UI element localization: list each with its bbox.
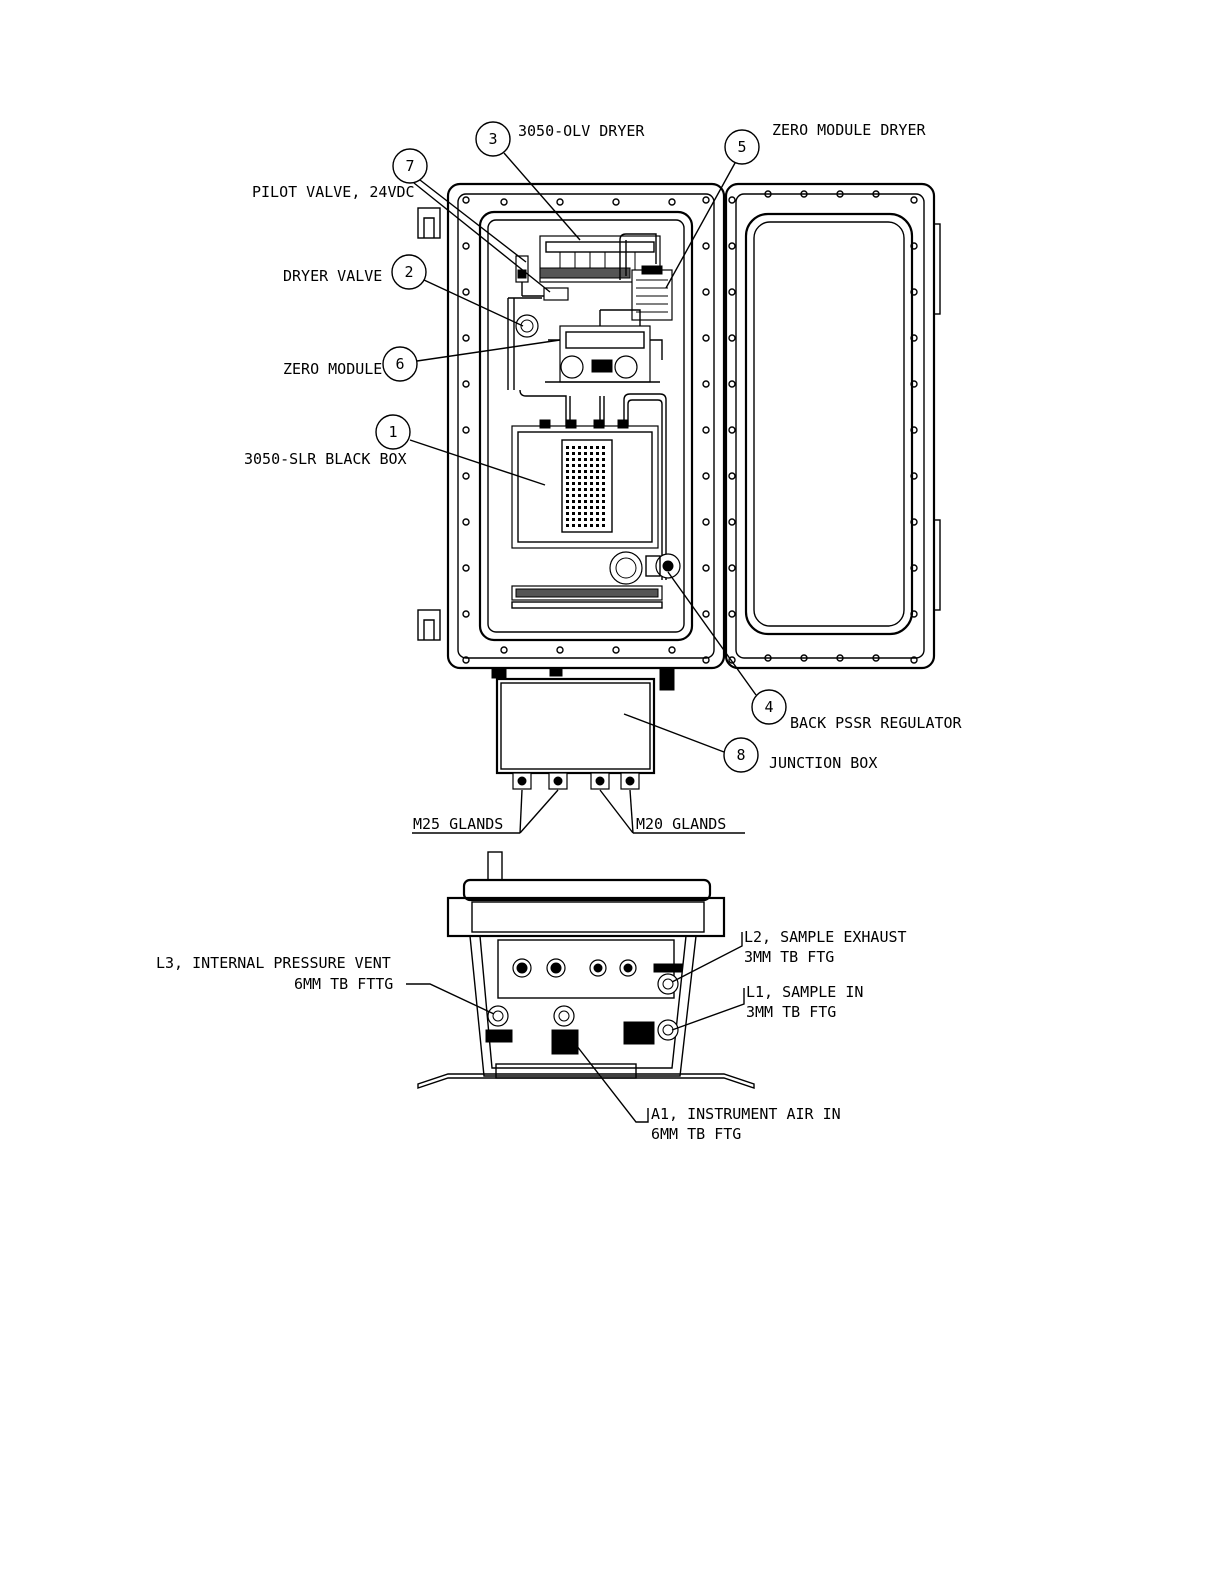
- bolt-hole: [703, 427, 709, 433]
- bolt-hole: [703, 335, 709, 341]
- callout-1-number: 1: [388, 423, 397, 441]
- callout-7-number: 7: [405, 157, 414, 175]
- bolt-hole: [463, 473, 469, 479]
- bolt-hole: [669, 199, 675, 205]
- bolt-hole: [557, 199, 563, 205]
- bolt-hole: [729, 289, 735, 295]
- callout-6: 6 ZERO MODULE: [283, 340, 560, 381]
- callout-1-label: 3050-SLR BLACK BOX: [244, 450, 407, 468]
- terminal-din-rail: [512, 586, 662, 608]
- callout-3-label: 3050-OLV DRYER: [518, 122, 645, 140]
- bolt-hole: [729, 427, 735, 433]
- bolt-hole: [703, 381, 709, 387]
- bolt-hole: [703, 243, 709, 249]
- callout-3: 3 3050-OLV DRYER: [476, 122, 645, 240]
- callout-4-label: BACK PSSR REGULATOR: [790, 714, 963, 732]
- bolt-hole: [703, 289, 709, 295]
- callout-1: 1 3050-SLR BLACK BOX: [244, 415, 545, 485]
- bolt-hole: [463, 565, 469, 571]
- bolt-hole: [729, 381, 735, 387]
- bottom-view: [418, 852, 754, 1088]
- callout-4-number: 4: [764, 698, 773, 716]
- bolt-hole: [729, 197, 735, 203]
- callout-6-label: ZERO MODULE: [283, 360, 382, 378]
- gland-labels: M25 GLANDS M20 GLANDS: [412, 790, 745, 833]
- bolt-hole: [501, 647, 507, 653]
- bolt-hole: [501, 199, 507, 205]
- bolt-hole: [557, 647, 563, 653]
- callout-2: 2 DRYER VALVE: [283, 255, 523, 326]
- hinge-bottom: [418, 610, 440, 640]
- l1-label-line1: L1, SAMPLE IN: [746, 983, 863, 1001]
- bolt-hole: [729, 335, 735, 341]
- m25-glands-label: M25 GLANDS: [413, 815, 503, 833]
- bolt-hole: [729, 473, 735, 479]
- bolt-hole: [463, 427, 469, 433]
- bolt-hole: [703, 473, 709, 479]
- enclosure-door: [726, 184, 940, 668]
- a1-label-line2: 6MM TB FTG: [651, 1125, 741, 1143]
- l1-label-line2: 3MM TB FTG: [746, 1003, 836, 1021]
- bottom-view-labels: L3, INTERNAL PRESSURE VENT 6MM TB FTTG L…: [156, 928, 907, 1143]
- l2-label-line1: L2, SAMPLE EXHAUST: [744, 928, 907, 946]
- back-pressure-regulator-component: [610, 552, 680, 584]
- callout-6-number: 6: [395, 355, 404, 373]
- bolt-hole: [463, 611, 469, 617]
- callout-4: 4 BACK PSSR REGULATOR: [668, 572, 963, 732]
- bolt-hole: [613, 647, 619, 653]
- bolt-hole: [463, 335, 469, 341]
- callout-2-number: 2: [404, 263, 413, 281]
- bolt-hole: [463, 289, 469, 295]
- junction-box-component: [497, 679, 654, 789]
- zero-module-component: [545, 310, 662, 382]
- bolt-hole: [463, 519, 469, 525]
- l2-label-line2: 3MM TB FTG: [744, 948, 834, 966]
- bolt-hole: [669, 647, 675, 653]
- callout-8-number: 8: [736, 746, 745, 764]
- a1-label-line1: A1, INSTRUMENT AIR IN: [651, 1105, 841, 1123]
- bolt-hole: [703, 565, 709, 571]
- callout-3-number: 3: [488, 130, 497, 148]
- bolt-hole: [613, 199, 619, 205]
- callout-5: 5 ZERO MODULE DRYER: [666, 121, 926, 288]
- l3-label-line2: 6MM TB FTTG: [294, 975, 393, 993]
- bolt-hole: [463, 197, 469, 203]
- bolt-hole: [911, 197, 917, 203]
- callout-5-label: ZERO MODULE DRYER: [772, 121, 926, 139]
- bolt-hole: [703, 519, 709, 525]
- callout-7-label: PILOT VALVE, 24VDC: [252, 183, 415, 201]
- bolt-hole: [729, 565, 735, 571]
- m20-glands-label: M20 GLANDS: [636, 815, 726, 833]
- bolt-hole: [703, 611, 709, 617]
- l3-label-line1: L3, INTERNAL PRESSURE VENT: [156, 954, 391, 972]
- callout-2-label: DRYER VALVE: [283, 267, 382, 285]
- bolt-hole: [729, 519, 735, 525]
- bolt-hole: [463, 381, 469, 387]
- bolt-hole: [703, 197, 709, 203]
- callout-5-number: 5: [737, 138, 746, 156]
- bolt-hole: [729, 243, 735, 249]
- bolt-hole: [463, 243, 469, 249]
- callout-8-label: JUNCTION BOX: [769, 754, 877, 772]
- bolt-hole: [729, 611, 735, 617]
- hinge-top: [418, 208, 440, 238]
